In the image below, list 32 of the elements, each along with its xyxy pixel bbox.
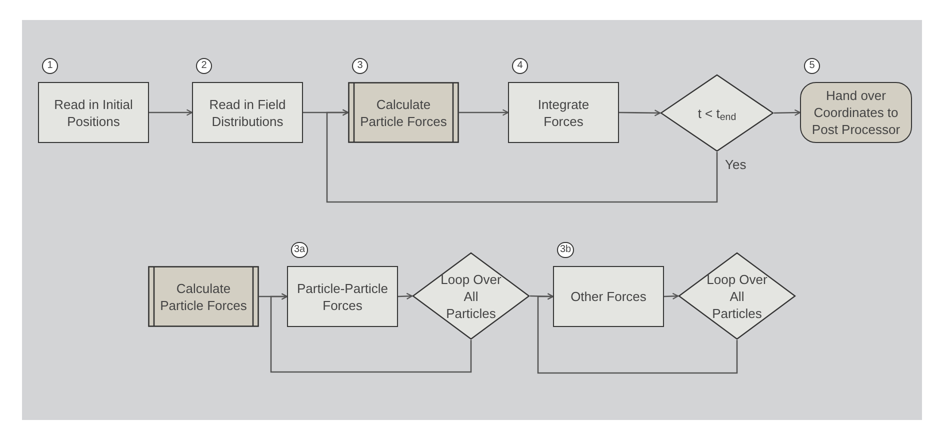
- node-text: Hand over Coordinates to Post Processor: [810, 87, 902, 138]
- process-box: [553, 266, 664, 327]
- subprocess-box: [148, 266, 259, 327]
- terminal-box: [800, 82, 912, 143]
- decision-diamond: [660, 74, 774, 152]
- arrow: [459, 109, 509, 116]
- node-text: Loop Over All Particles: [440, 270, 502, 322]
- node-text: t < t$_{end}$: [698, 104, 736, 122]
- arrow: [537, 293, 738, 374]
- node-text: Integrate Forces: [536, 96, 590, 130]
- arrow: [270, 293, 472, 373]
- arrow: [619, 110, 661, 116]
- process-box: [508, 82, 619, 143]
- arrow: [398, 292, 413, 300]
- arrow: [774, 109, 801, 116]
- arrow: [664, 292, 679, 300]
- arrow: [326, 109, 718, 203]
- decision-diamond: [412, 252, 530, 340]
- subprocess-box: [348, 82, 459, 143]
- node-text: Calculate Particle Forces: [359, 96, 448, 130]
- process-box: [38, 82, 149, 143]
- decision-diamond: [678, 252, 796, 340]
- node-text: Calculate Particle Forces: [159, 280, 248, 314]
- node-text: Loop Over All Particles: [706, 270, 768, 322]
- node-text: Read in Initial Positions: [53, 96, 134, 130]
- arrow: [149, 109, 193, 116]
- process-box: [287, 266, 398, 327]
- edge-label: Yes: [725, 158, 746, 171]
- node-text: Other Forces: [570, 288, 648, 305]
- node-text: Read in Field Distributions: [208, 96, 287, 130]
- node-text: Particle-Particle Forces: [296, 280, 390, 314]
- process-box: [192, 82, 303, 143]
